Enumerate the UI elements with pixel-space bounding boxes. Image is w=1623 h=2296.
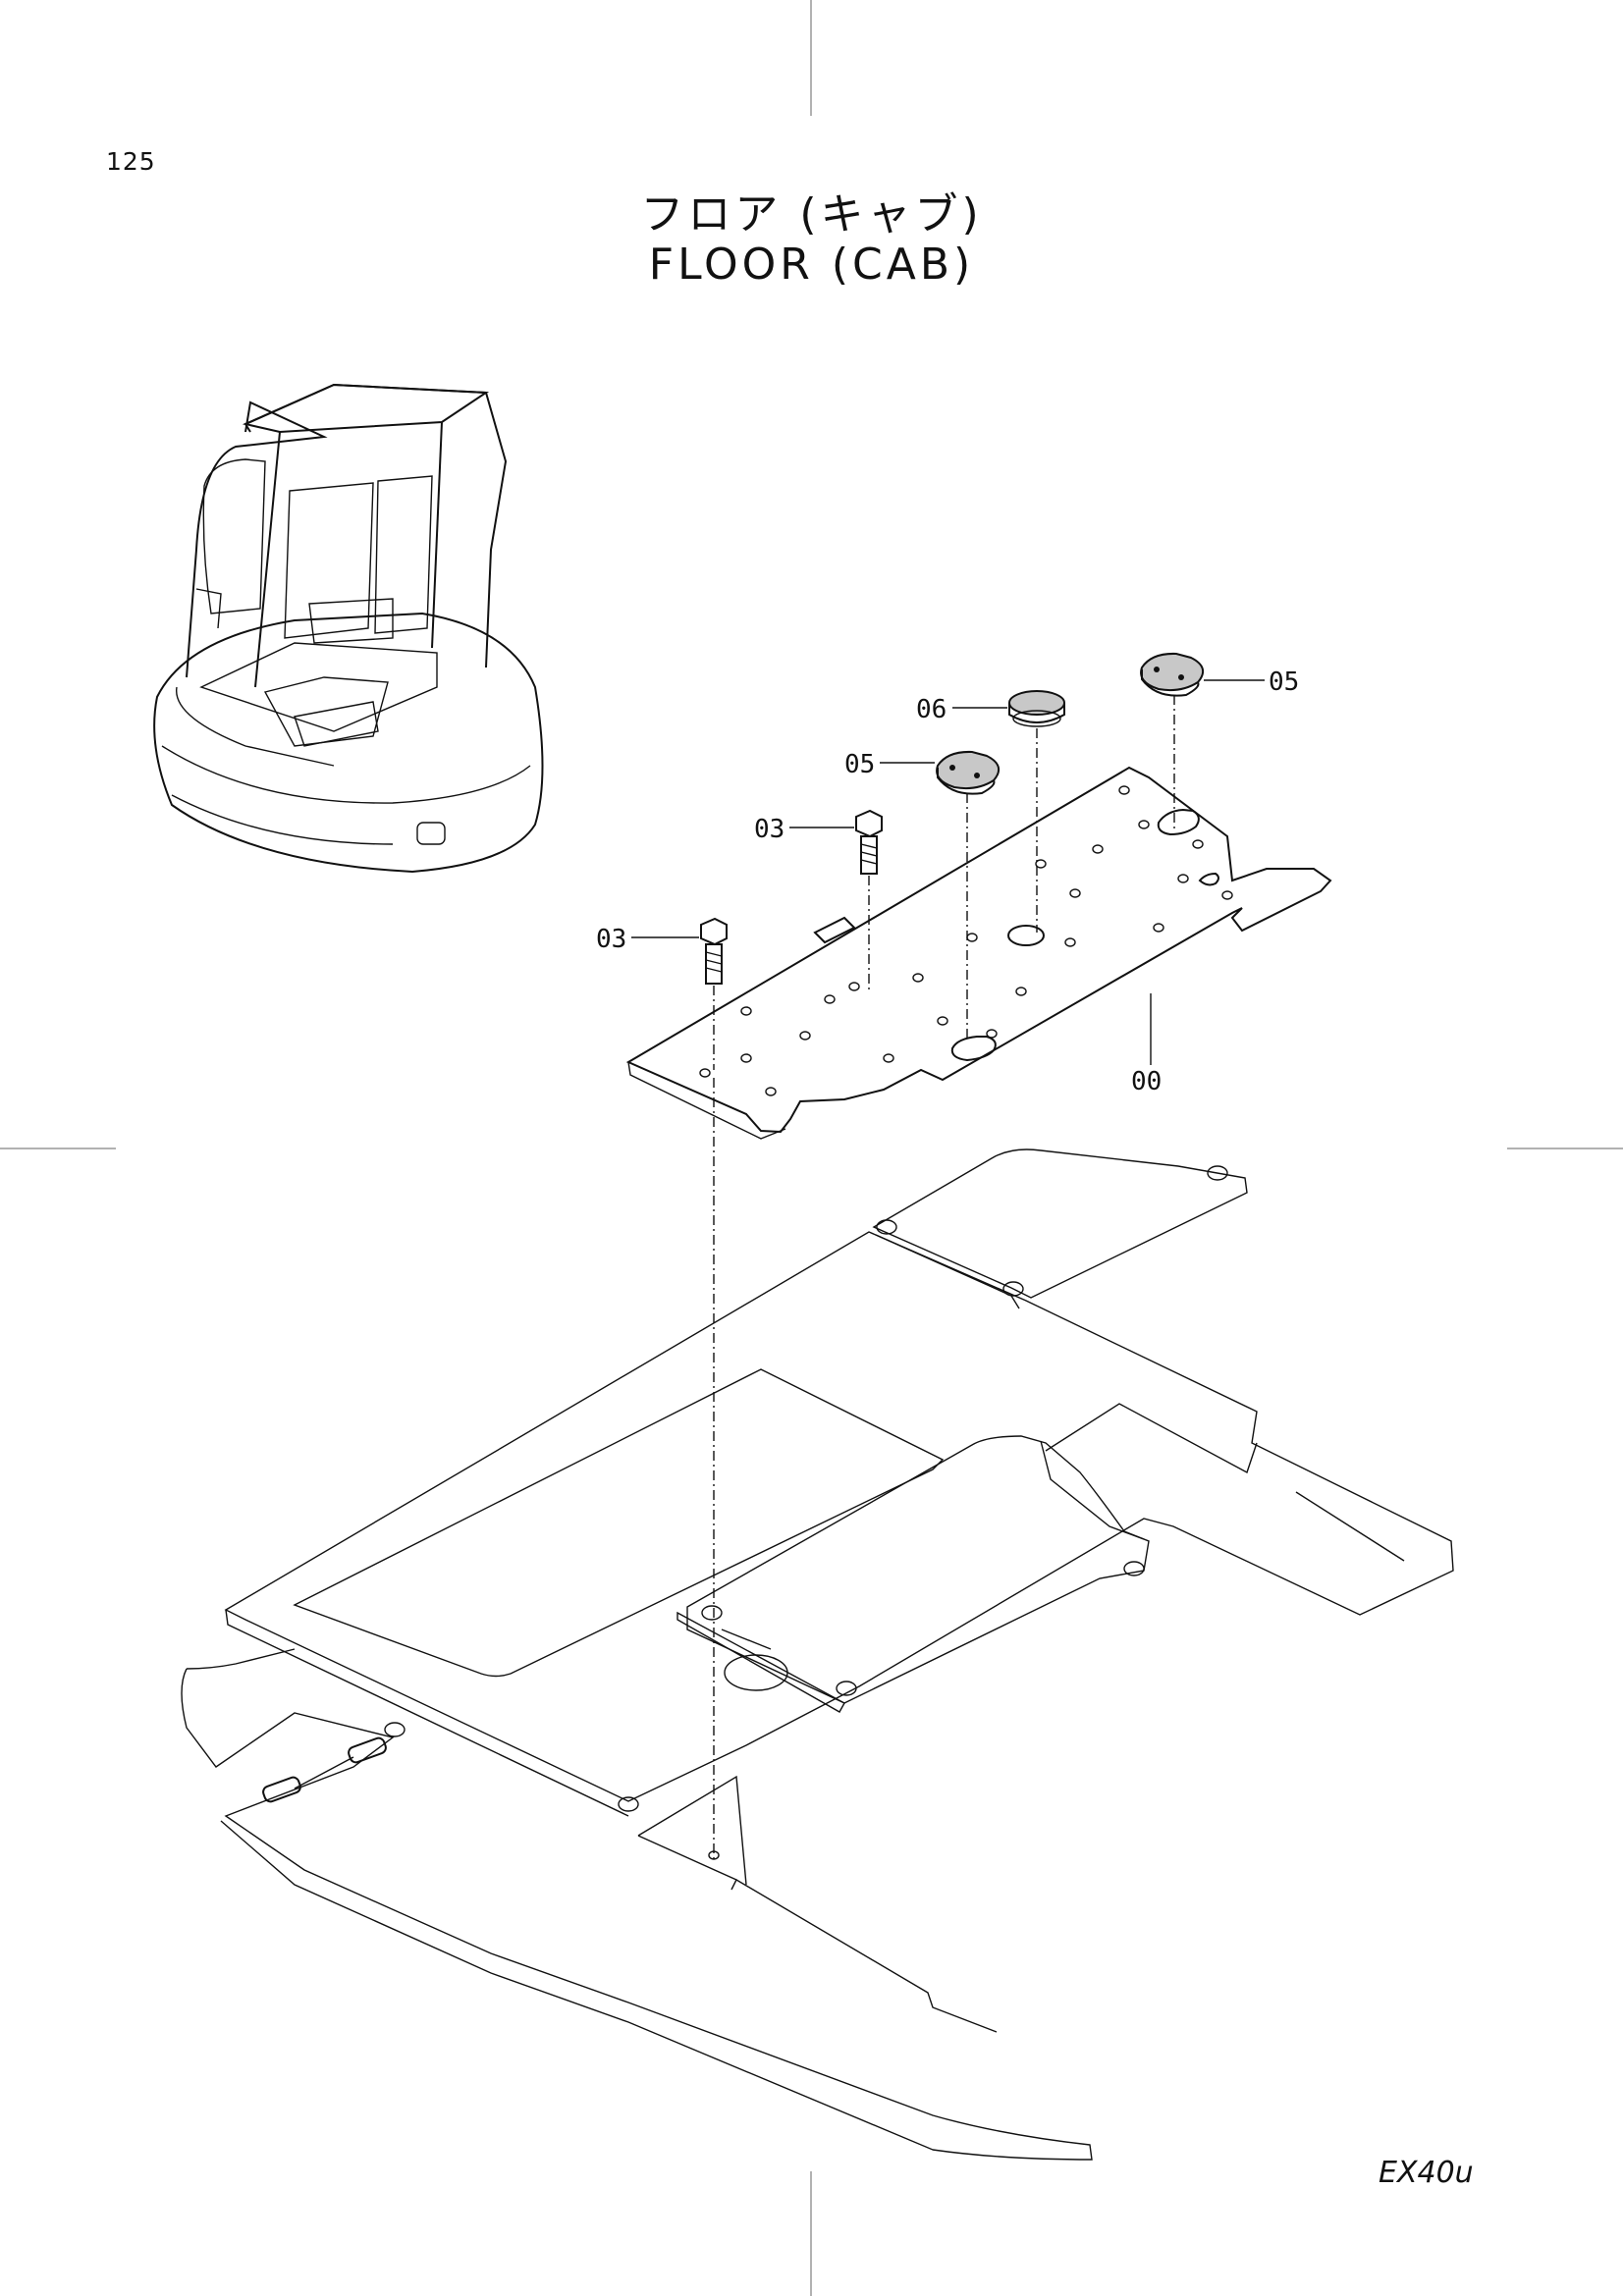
floor-frame <box>181 1148 1454 2161</box>
bolt-03-lower <box>700 917 728 985</box>
callout-03-upper: 03 <box>754 815 854 844</box>
callouts: 06 05 05 03 03 00 <box>596 667 1299 1096</box>
svg-text:06: 06 <box>916 695 947 724</box>
cab-overview-illustration <box>153 383 544 874</box>
bolt-03-upper <box>855 809 883 875</box>
svg-text:00: 00 <box>1131 1067 1162 1096</box>
center-lines <box>713 695 1175 1860</box>
callout-05-left: 05 <box>844 750 935 779</box>
plug-05-left <box>936 750 1001 795</box>
page-number: 125 <box>106 147 156 176</box>
title-english: FLOOR (CAB) <box>648 240 975 290</box>
floor-plate <box>625 766 1332 1140</box>
plug-06 <box>1008 690 1065 727</box>
svg-text:03: 03 <box>596 925 626 954</box>
svg-text:03: 03 <box>754 815 784 844</box>
title-japanese: フロア (キャブ) <box>640 189 983 240</box>
callout-00: 00 <box>1131 993 1162 1096</box>
callout-06: 06 <box>916 695 1007 724</box>
callout-03-lower: 03 <box>596 925 699 954</box>
svg-text:05: 05 <box>1269 667 1299 697</box>
model-label: EX40u <box>1379 2156 1474 2190</box>
plug-05-right <box>1140 652 1205 697</box>
callout-05-right: 05 <box>1204 667 1299 697</box>
svg-text:05: 05 <box>844 750 875 779</box>
